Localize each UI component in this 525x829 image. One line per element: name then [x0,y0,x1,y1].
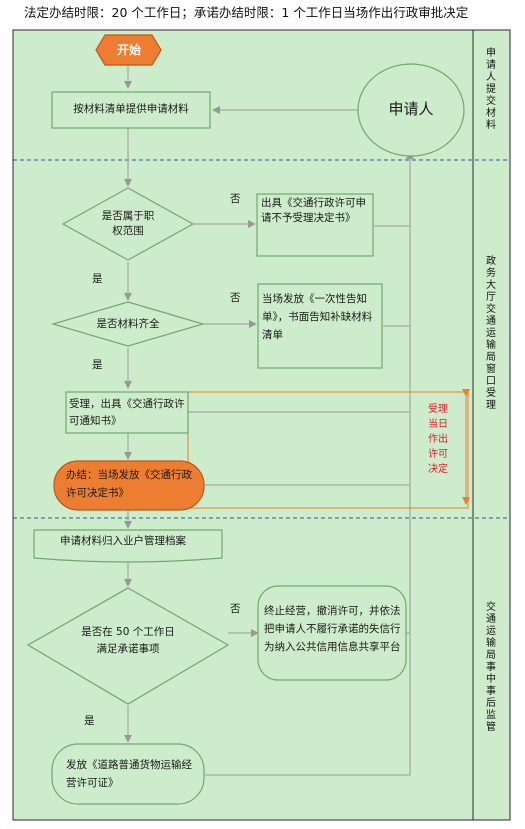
lane-label-supervision: 交通运输局事中事后监管 [486,602,496,733]
submit-materials-node [51,91,211,129]
complete-decision-node [50,301,206,347]
edge-label-no-2: 否 [230,292,241,304]
edge-label-no-3: 否 [230,603,241,615]
not-accepted-label: 出具《交通行政许可申请不予受理决定书》 [261,197,366,224]
same-day-annotation: 受理当日作出许可决定 [428,404,448,475]
start-label: 开始 [116,43,141,57]
issue-decision-node [53,460,205,511]
notify-node [257,283,383,369]
edge-label-yes-3: 是 [84,715,95,727]
archive-label: 申请材料归入业户管理档案 [60,535,186,547]
permit-label: 发放《道路普通货物运输经营许可证》 [66,759,192,789]
not-accepted-node [256,193,374,257]
start-node [95,34,162,66]
edge-permit-to-applicant [205,151,414,776]
scope-decision-node [61,187,195,261]
lane-label-window: 政务大厅交通运输局窗口受理 [486,256,496,411]
complete-decision-label: 是否材料齐全 [96,318,160,330]
notify-label: 当场发放《一次性告知单》，书面告知补缺材料清单 [262,293,373,341]
permit-node [51,743,205,805]
same-day-bracket [187,389,470,509]
accept-label: 受理，出具《交通行政许可通知书》 [69,398,185,427]
archive-node [33,529,223,563]
accept-node [65,391,189,434]
page-title: 法定办结时限：20 个工作日；承诺办结时限：1 个工作日当场作出行政审批决定 [24,5,469,20]
commitment-decision-label: 是否在 50 个工作日满足承诺事项 [81,626,175,655]
issue-decision-label: 办结：当场发放《交通行政许可决定书》 [66,469,192,499]
submit-materials-label: 按材料清单提供申请材料 [73,103,189,115]
edge-label-yes-1: 是 [92,273,103,285]
edge-label-yes-2: 是 [92,359,103,371]
applicant-label: 申请人 [388,100,434,118]
lane-label-applicant: 申请人提交材料 [486,48,496,131]
terminate-label: 终止经营，撤消许可，并依法把申请人不履行承诺的失信行为纳入公共信用信息共享平台 [264,605,401,653]
commitment-decision-node [26,587,230,705]
applicant-node [357,63,465,157]
scope-decision-label: 是否属于职权范围 [101,210,155,237]
terminate-node [257,585,407,681]
edge-label-no-1: 否 [230,193,241,205]
